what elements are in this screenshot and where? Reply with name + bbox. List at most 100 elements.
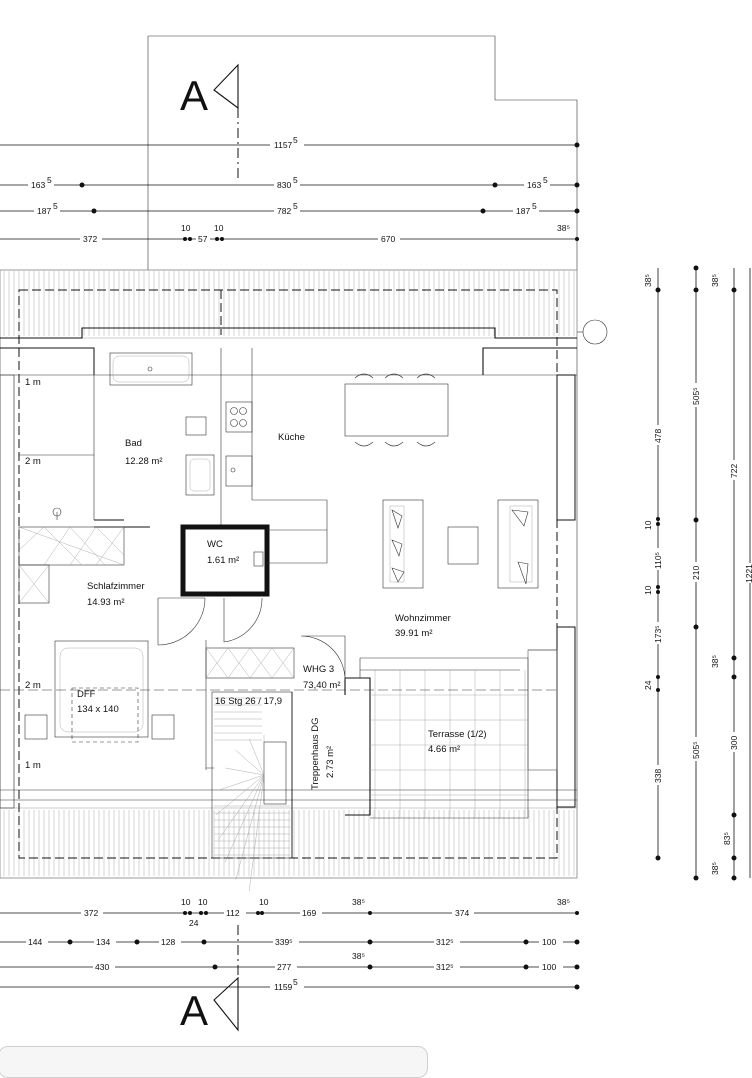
section-label-top: A xyxy=(180,72,208,119)
dim-row4-670: 670 xyxy=(381,234,395,244)
dim-b2-339: 339⁵ xyxy=(275,937,293,947)
unit-area: 73,40 m² xyxy=(303,680,341,691)
dim-r2-210: 210 xyxy=(691,566,701,580)
dining-table xyxy=(344,373,449,447)
room-treppenhaus-area: 2.73 m² xyxy=(325,746,336,778)
dim-r2-505a: 505⁵ xyxy=(691,387,701,405)
terrace-paving xyxy=(370,670,528,818)
dim-r3-38a: 38⁵ xyxy=(710,862,720,875)
dim-r1-110: 110⁵ xyxy=(653,552,663,569)
dim-b3-38: 38⁵ xyxy=(352,951,365,961)
dim-b2-128: 128 xyxy=(161,937,175,947)
dim-total-top: 1157 xyxy=(274,140,293,150)
dim-r1-24: 24 xyxy=(643,680,653,690)
room-schlafzimmer-name: Schlafzimmer xyxy=(87,581,145,592)
room-terrasse-area: 4.66 m² xyxy=(428,744,460,755)
dim-r1-10a: 10 xyxy=(643,520,653,530)
dim-b3-312: 312⁵ xyxy=(436,962,454,972)
dim-b2-144: 144 xyxy=(28,937,42,947)
dim-b3-100: 100 xyxy=(542,962,556,972)
room-wohnzimmer-name: Wohnzimmer xyxy=(395,613,451,624)
section-mark-bottom: A xyxy=(180,925,239,1034)
room-treppenhaus-name: Treppenhaus DG xyxy=(310,717,321,790)
dimension-ticks-top xyxy=(79,142,580,241)
dim-b1-10b: 10 xyxy=(198,897,208,907)
dim-row3-mid-sup: 5 xyxy=(293,201,298,211)
section-label-bottom: A xyxy=(180,987,208,1034)
building-outline xyxy=(0,269,578,879)
dim-b2-312: 312⁵ xyxy=(436,937,454,947)
dim-row4-10b: 10 xyxy=(214,223,224,233)
room-kueche-name: Küche xyxy=(278,432,305,443)
height-mark-3: 2 m xyxy=(25,680,41,691)
dim-b3-277: 277 xyxy=(277,962,291,972)
dim-row2-left-sup: 5 xyxy=(47,175,52,185)
bottom-panel xyxy=(0,1046,428,1078)
dim-r1-478: 478 xyxy=(653,429,663,443)
dimension-lines-bottom xyxy=(0,912,577,988)
dim-row4-57: 57 xyxy=(198,234,208,244)
room-wc-area: 1.61 m² xyxy=(207,555,239,566)
downpipe xyxy=(577,319,608,345)
dim-row2-mid: 830 xyxy=(277,180,291,190)
height-mark-4: 1 m xyxy=(25,760,41,771)
staircase xyxy=(211,691,293,892)
dim-b2-100: 100 xyxy=(542,937,556,947)
dim-r1-38: 38⁵ xyxy=(643,274,653,287)
dim-r3-38b: 38⁵ xyxy=(710,655,720,668)
bathroom-fixtures xyxy=(52,352,215,520)
dim-row3-right: 187 xyxy=(516,206,530,216)
dim-total-bottom-sup: 5 xyxy=(293,977,298,987)
dim-r1-173: 173⁵ xyxy=(653,625,663,643)
window-dff-size: 134 x 140 xyxy=(77,704,119,715)
dimension-texts-top: 1157 5 163 5 830 5 163 5 187 5 782 5 187… xyxy=(28,135,570,244)
dim-row2-left: 163 xyxy=(31,180,45,190)
dimension-texts-right: 38⁵ 478 10 110⁵ 10 173⁵ 24 338 38⁵ 505⁵ … xyxy=(643,274,752,875)
dim-b1-10c: 10 xyxy=(259,897,269,907)
dim-b1-169: 169 xyxy=(302,908,316,918)
dim-b1-372: 372 xyxy=(84,908,98,918)
room-schlafzimmer-area: 14.93 m² xyxy=(87,597,125,608)
dim-r3-83: 83⁵ xyxy=(722,832,732,845)
doors xyxy=(157,597,346,681)
dimension-lines-top xyxy=(0,144,577,240)
dim-r2-38: 38⁵ xyxy=(710,274,720,287)
room-bad-name: Bad xyxy=(125,438,142,449)
dim-b1-24: 24 xyxy=(189,918,199,928)
height-mark-2: 2 m xyxy=(25,456,41,467)
dim-b1-38b: 38⁵ xyxy=(557,897,570,907)
room-terrasse-name: Terrasse (1/2) xyxy=(428,729,487,740)
section-mark-top: A xyxy=(180,63,239,180)
dim-r1-338: 338 xyxy=(653,769,663,783)
dim-total-top-sup: 5 xyxy=(293,135,298,145)
window-dff-name: DFF xyxy=(77,689,96,700)
dim-r2-505b: 505⁵ xyxy=(691,741,701,759)
dim-row2-right: 163 xyxy=(527,180,541,190)
room-wc-name: WC xyxy=(207,539,223,550)
dim-row3-left-sup: 5 xyxy=(53,201,58,211)
dim-b3-430: 430 xyxy=(95,962,109,972)
dimension-lines-right xyxy=(657,268,751,878)
dim-b1-374: 374 xyxy=(455,908,469,918)
unit-name: WHG 3 xyxy=(303,664,334,675)
dimension-texts-bottom: 372 10 10 24 112 10 169 38⁵ 374 38⁵ 144 … xyxy=(26,897,570,992)
dim-b1-112: 112 xyxy=(226,908,240,918)
dim-row2-right-sup: 5 xyxy=(543,175,548,185)
dim-row4-38: 38⁵ xyxy=(557,223,570,233)
dim-row4-372: 372 xyxy=(83,234,97,244)
dim-row3-left: 187 xyxy=(37,206,51,216)
room-wohnzimmer-area: 39.91 m² xyxy=(395,628,433,639)
dim-row3-mid: 782 xyxy=(277,206,291,216)
dim-row3-right-sup: 5 xyxy=(532,201,537,211)
stair-info: 16 Stg 26 / 17,9 xyxy=(215,696,282,707)
dim-r4-1221: 1221 xyxy=(744,564,752,583)
site-outline xyxy=(147,35,578,270)
dim-row2-mid-sup: 5 xyxy=(293,175,298,185)
dim-r3-300: 300 xyxy=(729,736,739,750)
living-furniture xyxy=(382,499,539,589)
dim-b1-10a: 10 xyxy=(181,897,191,907)
dim-r1-10b: 10 xyxy=(643,585,653,595)
dimension-ticks-bottom xyxy=(67,911,580,990)
dimension-ticks-right xyxy=(655,265,737,881)
